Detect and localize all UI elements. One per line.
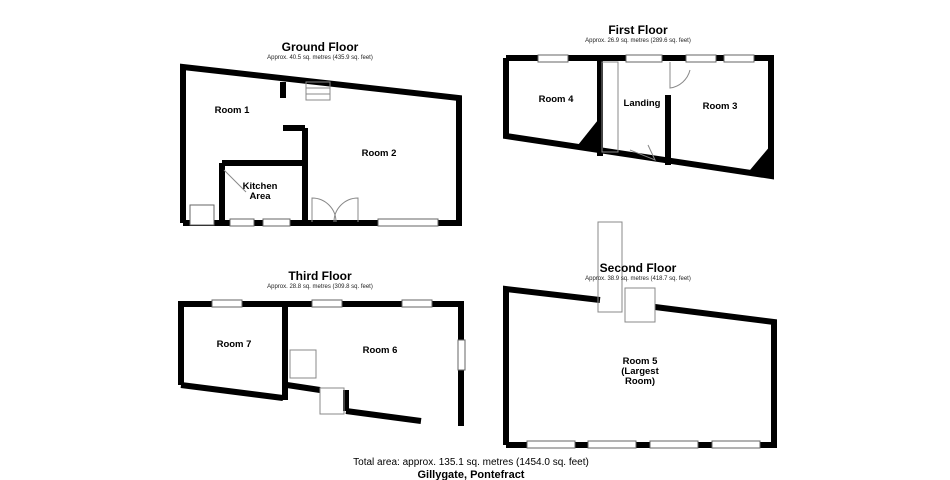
second-floor-area: Approx. 38.9 sq. metres (418.7 sq. feet) — [585, 276, 691, 282]
room-label: Area — [249, 191, 271, 202]
ground-floor-area: Approx. 40.5 sq. metres (435.9 sq. feet) — [267, 55, 373, 61]
address: Gillygate, Pontefract — [418, 469, 525, 480]
room-label: Landing — [624, 98, 661, 109]
ground-floor-title: Ground Floor — [282, 40, 359, 54]
total-area: Total area: approx. 135.1 sq. metres (14… — [353, 457, 589, 468]
room-label: Room 6 — [363, 345, 398, 356]
third-floor-plan — [178, 299, 466, 426]
second-floor-title: Second Floor — [600, 261, 677, 275]
third-floor-title: Third Floor — [288, 269, 352, 283]
door-icon — [189, 204, 215, 226]
room-label: (Largest — [621, 366, 659, 377]
stairs-icon — [305, 81, 331, 101]
second-floor-plan — [503, 221, 777, 449]
first-floor-area: Approx. 26.9 sq. metres (289.6 sq. feet) — [585, 38, 691, 44]
first-floor-plan — [503, 54, 774, 180]
room-label: Room 4 — [539, 94, 575, 105]
room-label: Room 5 — [623, 356, 659, 367]
room-label: Kitchen — [243, 181, 278, 192]
room-label: Room 3 — [703, 101, 738, 112]
stairs-icon — [289, 349, 317, 379]
ground-floor-plan — [180, 63, 462, 227]
room-label: Room 7 — [217, 339, 252, 350]
room-label: Room) — [625, 376, 655, 387]
stairs-icon — [601, 61, 619, 153]
first-floor-title: First Floor — [608, 23, 668, 37]
third-floor-area: Approx. 28.8 sq. metres (309.8 sq. feet) — [267, 284, 373, 290]
room-label: Room 1 — [215, 105, 251, 116]
room-label: Room 2 — [362, 148, 397, 159]
stairs-icon — [597, 221, 623, 313]
